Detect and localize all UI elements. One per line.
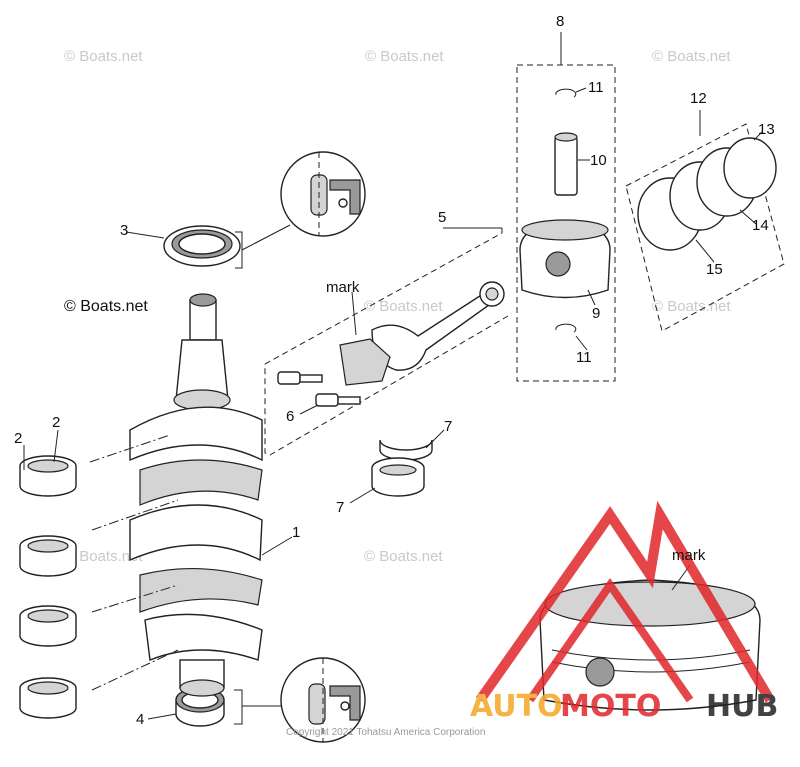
- watermark: © Boats.net: [64, 548, 143, 565]
- callout-3: 3: [120, 222, 128, 239]
- callout-6: 6: [286, 408, 294, 425]
- copyright-notice: Copyright 2021 Tohatsu America Corporati…: [286, 727, 486, 738]
- callout-11: 11: [576, 349, 592, 366]
- piston-assembly: [516, 32, 616, 382]
- callout-14: 14: [752, 217, 769, 234]
- main-bearing: [19, 455, 77, 497]
- callout-8: 8: [556, 13, 564, 30]
- boats-net-credit: © Boats.net: [64, 298, 148, 315]
- logo-text-auto: AUTO: [470, 689, 563, 724]
- oil-seal-upper: [125, 224, 291, 269]
- logo-text-hub: HUB: [706, 689, 778, 724]
- callout-7: 7: [444, 418, 452, 435]
- callout-1: 1: [292, 524, 300, 541]
- callout-2: 2: [52, 414, 60, 431]
- callout-7: 7: [336, 499, 344, 516]
- main-bearing: [19, 535, 77, 577]
- crankshaft: [129, 293, 293, 697]
- automotohub-logo: AUTO MOTO HUB: [470, 500, 778, 724]
- callout-10: 10: [590, 152, 607, 169]
- watermark: © Boats.net: [365, 48, 444, 65]
- callout-11: 11: [588, 79, 604, 96]
- callout-4: 4: [136, 711, 144, 728]
- watermark: © Boats.net: [652, 48, 731, 65]
- logo-text-moto: MOTO: [560, 689, 661, 724]
- main-bearing: [19, 677, 77, 719]
- callout-9: 9: [592, 305, 600, 322]
- connecting-rod-group: [264, 227, 509, 456]
- callout-15: 15: [706, 261, 723, 278]
- callout-13: 13: [758, 121, 775, 138]
- callout-12: 12: [690, 90, 707, 107]
- callout-2: 2: [14, 430, 22, 447]
- watermark: © Boats.net: [364, 298, 443, 315]
- watermark: © Boats.net: [364, 548, 443, 565]
- conrod-bearing-pair: [349, 429, 445, 504]
- watermark: © Boats.net: [652, 298, 731, 315]
- watermark: © Boats.net: [64, 48, 143, 65]
- main-bearing: [19, 605, 77, 647]
- seal-detail-lower: [280, 657, 366, 743]
- mark-label-piston: mark: [672, 547, 706, 564]
- piston-ring-set: [625, 110, 785, 332]
- mark-label-rod: mark: [326, 279, 360, 296]
- seal-detail-upper: [280, 151, 366, 237]
- callout-5: 5: [438, 209, 446, 226]
- main-bearing-set: [19, 429, 179, 719]
